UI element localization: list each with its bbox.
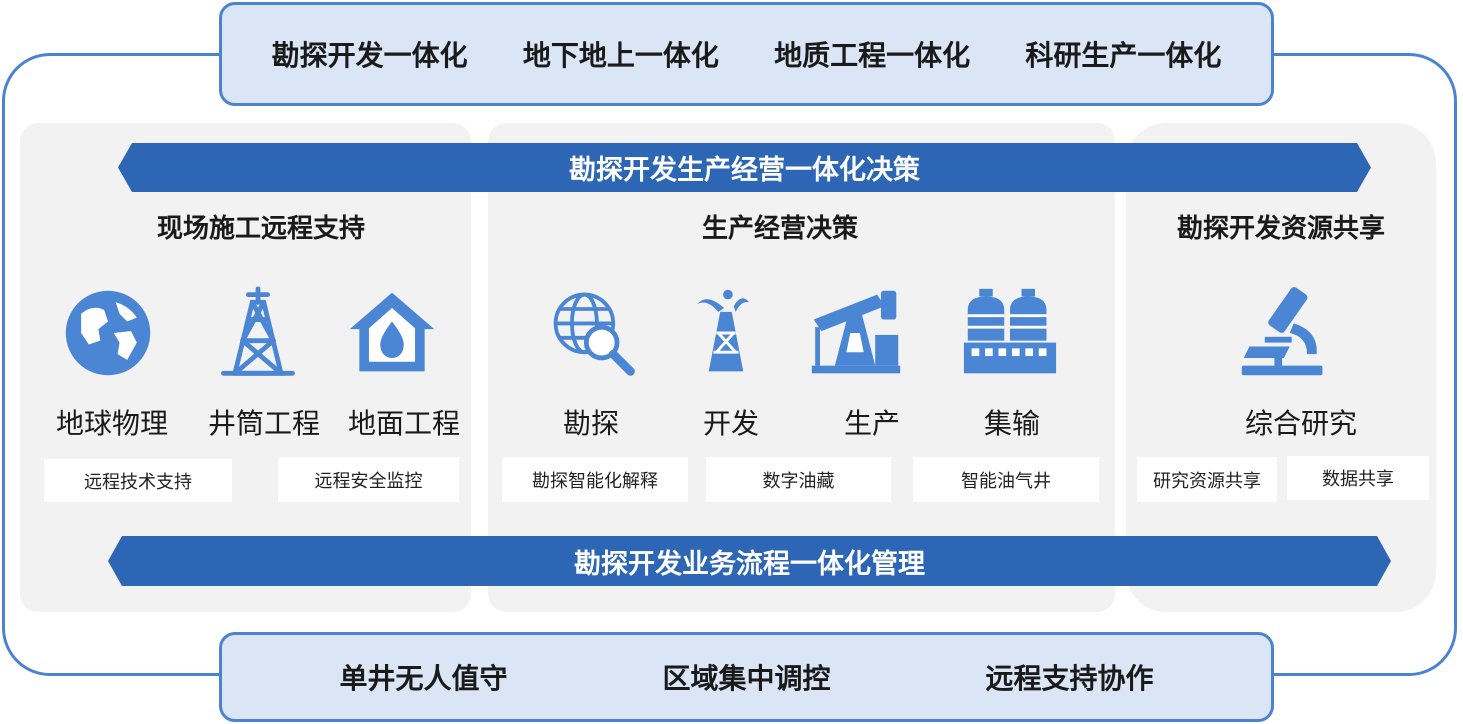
mid-section-title: 生产经营决策 [701,214,859,244]
tanks-icon [963,288,1057,374]
tag: 智能油气井 [913,457,1099,502]
item-label: 开发 [702,407,760,440]
decision-arrow: 勘探开发生产经营一体化决策 [118,143,1371,192]
globe-icon [65,290,151,376]
bottom-banner: 单井无人值守 区域集中调控 远程支持协作 [219,632,1274,722]
bottom-banner-item: 单井无人值守 [339,662,508,695]
top-banner-item: 地下地上一体化 [522,39,719,72]
tag: 数据共享 [1287,456,1429,500]
oil-gusher-icon [697,289,750,372]
item-label: 勘探 [562,407,620,440]
tag: 研究资源共享 [1137,457,1277,502]
tag: 勘探智能化解释 [502,457,688,502]
top-banner-item: 科研生产一体化 [1025,39,1222,72]
item-label: 生产 [843,407,901,440]
top-banner-item: 勘探开发一体化 [271,39,468,72]
derrick-icon [221,286,295,376]
globe-magnifier-icon [553,292,635,376]
item-label: 集输 [983,407,1041,440]
house-drop-icon [349,292,435,372]
item-label: 地球物理 [55,407,169,440]
tag: 远程安全监控 [278,457,459,502]
management-arrow: 勘探开发业务流程一体化管理 [108,536,1391,586]
left-section-title: 现场施工远程支持 [156,214,366,244]
item-label: 综合研究 [1244,407,1358,440]
pumpjack-icon [811,290,901,374]
bottom-banner-item: 区域集中调控 [662,662,831,695]
bottom-banner-item: 远程支持协作 [985,662,1154,695]
item-label: 井筒工程 [207,407,321,440]
top-banner: 勘探开发一体化 地下地上一体化 地质工程一体化 科研生产一体化 [219,2,1274,106]
item-label: 地面工程 [347,407,461,440]
tag: 数字油藏 [706,457,891,502]
microscope-icon [1241,287,1323,376]
right-section-title: 勘探开发资源共享 [1176,214,1386,244]
top-banner-item: 地质工程一体化 [774,39,971,72]
tag: 远程技术支持 [44,459,232,502]
